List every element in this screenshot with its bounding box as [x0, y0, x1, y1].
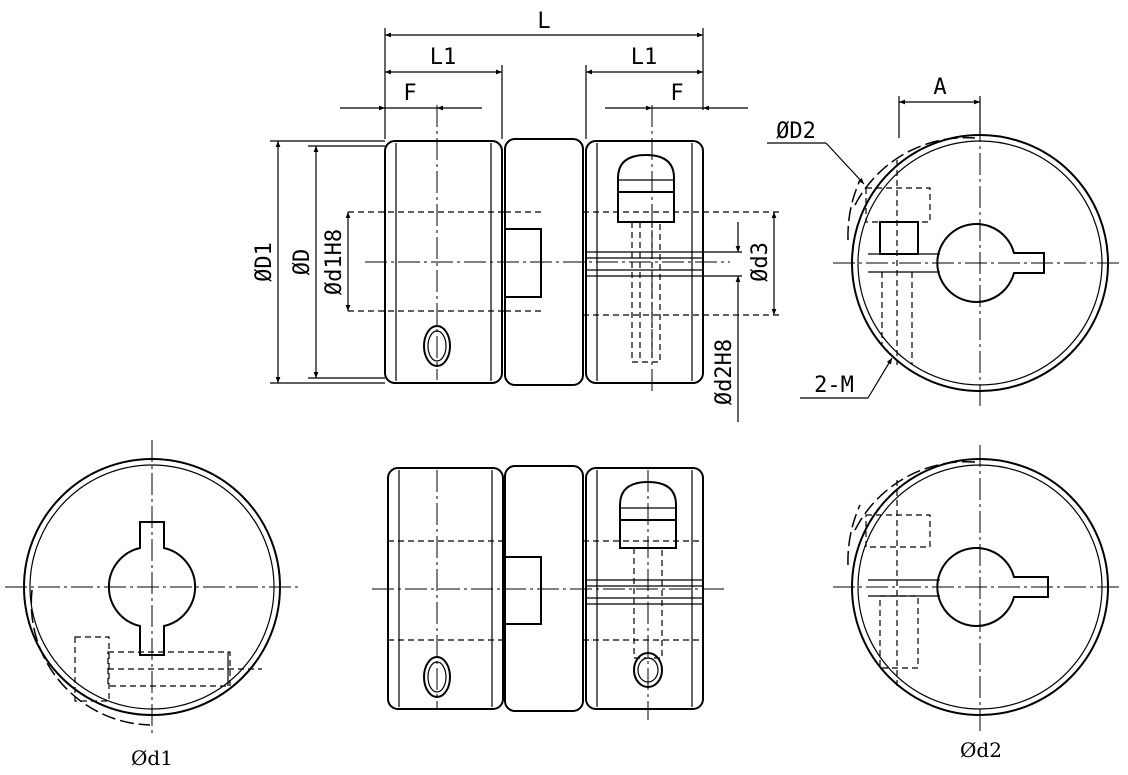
side-view-bottom-left — [5, 440, 300, 735]
caption-d2: Ød2 — [960, 738, 1002, 762]
dim-F-right: F — [670, 81, 683, 106]
dim-d2H8: Ød2H8 — [712, 339, 737, 405]
dim-D1: ØD1 — [252, 242, 277, 282]
dim-M: 2-M — [814, 373, 854, 398]
caption-d1: Ød1 — [131, 746, 173, 770]
dim-D: ØD — [290, 249, 315, 276]
front-view-bottom — [372, 465, 725, 720]
dimensions-top — [270, 28, 777, 422]
front-view-top — [348, 105, 780, 395]
dim-L: L — [537, 9, 550, 34]
dim-d3: Ød3 — [748, 242, 773, 282]
dim-L1-left: L1 — [430, 45, 457, 70]
dim-F-left: F — [403, 81, 416, 106]
side-view-top-right — [767, 96, 1122, 410]
dim-D2: ØD2 — [776, 119, 816, 144]
side-view-bottom-right — [833, 445, 1122, 735]
dim-d1H8: Ød1H8 — [322, 229, 347, 295]
dim-A: A — [933, 75, 946, 100]
dim-L1-right: L1 — [631, 45, 658, 70]
